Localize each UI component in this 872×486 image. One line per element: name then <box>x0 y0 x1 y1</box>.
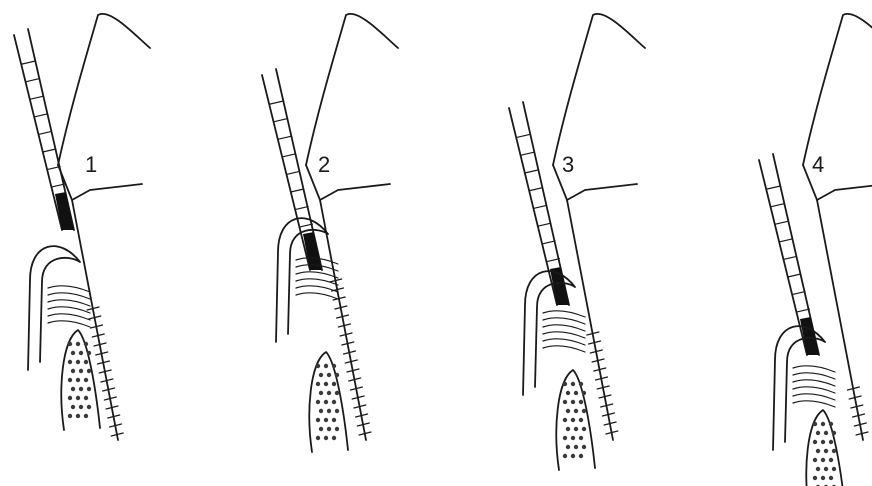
ligament-fibres <box>48 286 90 327</box>
probe-graduations <box>766 186 809 312</box>
ligament-fibres <box>543 311 585 352</box>
alveolar-bone-outline <box>61 330 100 430</box>
ligament-fibres <box>793 366 835 407</box>
bone-stipple <box>813 422 836 486</box>
tooth-crown-outline <box>58 14 150 165</box>
probe-graduations <box>516 135 559 262</box>
tooth-crown-outline <box>306 14 398 165</box>
stage-panel-1: 1 <box>14 14 150 440</box>
reference-line <box>72 184 142 200</box>
stage-label: 3 <box>562 152 574 177</box>
stage-label: 1 <box>85 152 97 177</box>
probe-graduations <box>21 61 64 187</box>
stage-panel-4: 4 <box>759 14 872 486</box>
stage-label: 4 <box>812 152 824 177</box>
bone-stipple <box>563 382 586 458</box>
bone-stipple <box>316 364 339 440</box>
alveolar-bone-outline <box>806 410 845 486</box>
reference-line <box>567 184 637 200</box>
tooth-root-surface <box>306 165 366 440</box>
bone-stipple <box>68 342 91 418</box>
tooth-crown-outline <box>803 14 872 165</box>
stage-panel-2: 2 <box>262 14 398 452</box>
stage-label: 2 <box>318 152 330 177</box>
tooth-crown-outline <box>553 14 645 165</box>
alveolar-bone-outline <box>556 370 595 470</box>
reference-line <box>817 184 872 200</box>
alveolar-bone-outline <box>309 352 348 452</box>
stage-panel-3: 3 <box>509 14 645 470</box>
reference-line <box>320 184 390 200</box>
